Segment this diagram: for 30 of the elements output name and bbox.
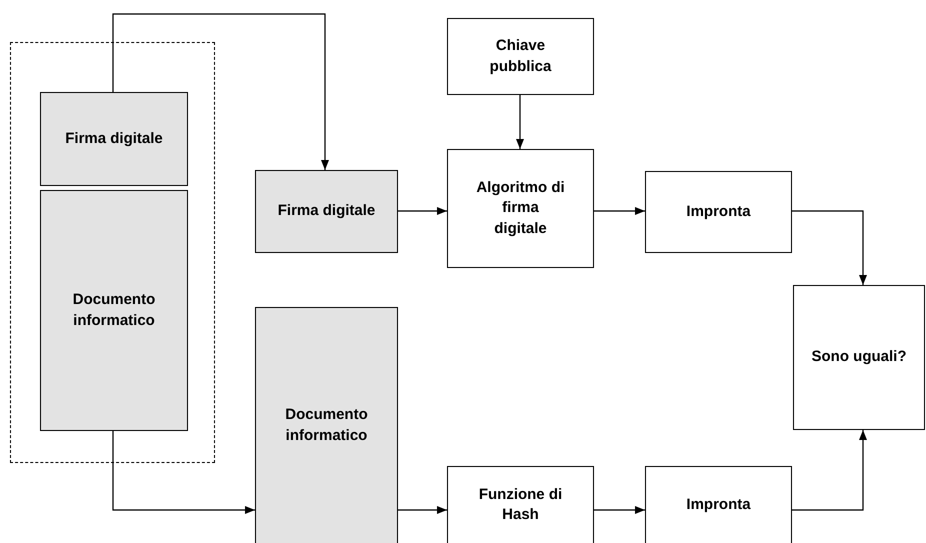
- process-box: [645, 466, 792, 543]
- process-box: [255, 170, 398, 253]
- box-label: Chiave pubblica: [488, 36, 552, 76]
- arrow: [594, 207, 645, 215]
- box-label: Impronta: [685, 202, 752, 222]
- process-box: [645, 171, 792, 253]
- box-label: Documento informatico: [72, 290, 156, 330]
- arrow: [594, 506, 645, 514]
- arrow: [112, 13, 329, 170]
- arrow: [792, 210, 867, 285]
- process-box: [793, 285, 925, 430]
- process-box: [447, 466, 594, 543]
- arrow: [516, 95, 524, 149]
- box-label: Documento informatico: [284, 405, 369, 446]
- process-box: [447, 18, 594, 95]
- box-label: Sono uguali?: [810, 347, 908, 368]
- process-box: [255, 307, 398, 543]
- dashed-group-box: [10, 42, 215, 463]
- box-label: Firma digitale: [64, 128, 164, 149]
- process-box: [447, 149, 594, 268]
- box-label: Funzione di Hash: [478, 484, 564, 525]
- process-box: [40, 92, 188, 186]
- arrow: [398, 506, 447, 514]
- box-label: Algoritmo di firma digitale: [475, 178, 566, 239]
- arrow: [112, 431, 255, 514]
- arrow: [792, 430, 867, 511]
- box-label: Impronta: [685, 494, 752, 515]
- process-box: [40, 190, 188, 431]
- arrow: [398, 207, 447, 215]
- box-label: Firma digitale: [276, 201, 376, 222]
